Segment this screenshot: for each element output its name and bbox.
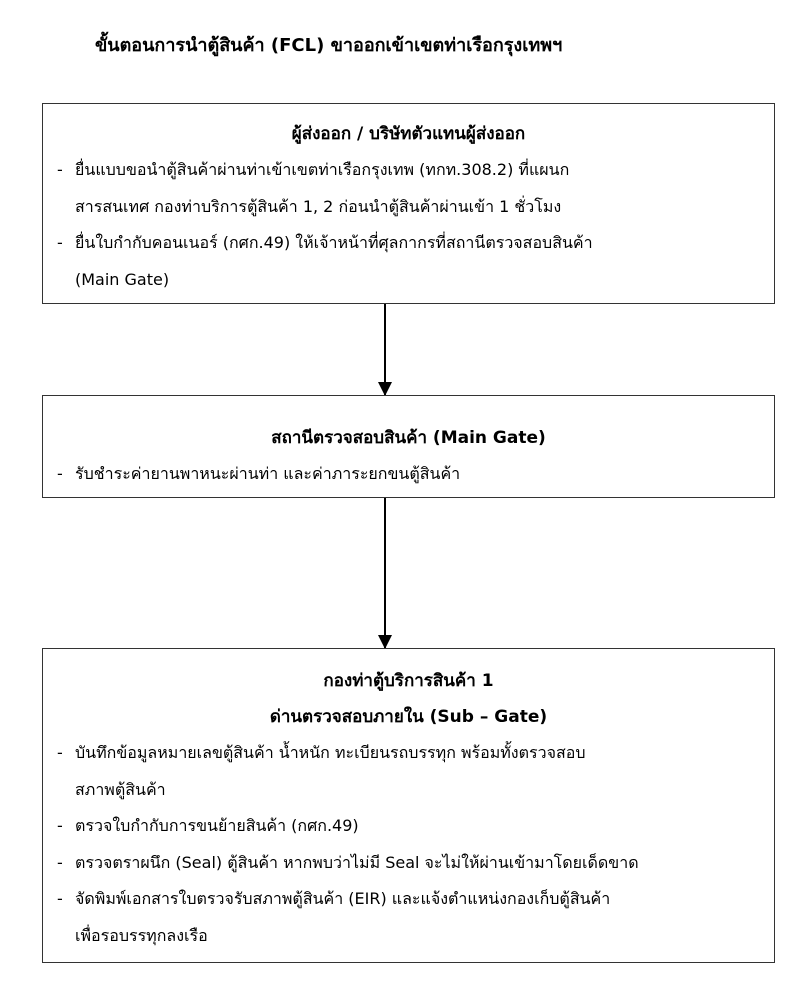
bullet-dash: - [57, 743, 63, 762]
list-item: -ยื่นแบบขอนำตู้สินค้าผ่านท่าเข้าเขตท่าเร… [43, 152, 774, 189]
sub-gate-box: กองท่าตู้บริการสินค้า 1 ด่านตรวจสอบภายใน … [42, 648, 775, 963]
bullet-dash: - [57, 160, 63, 179]
list-item: (Main Gate) [43, 262, 774, 299]
bullet-dash: - [57, 852, 63, 872]
box-heading: ด่านตรวจสอบภายใน (Sub – Gate) [269, 707, 548, 727]
list-item: -รับชำระค่ายานพาหนะผ่านท่า และค่าภาระยกข… [43, 456, 774, 493]
diagram-title: ขั้นตอนการนำตู้สินค้า (FCL) ขาออกเข้าเขต… [95, 35, 563, 56]
list-item-text: รับชำระค่ายานพาหนะผ่านท่า และค่าภาระยกขน… [75, 464, 461, 483]
main-gate-box: สถานีตรวจสอบสินค้า (Main Gate) -รับชำระค่… [42, 395, 775, 498]
list-item-text: สารสนเทศ กองท่าบริการตู้สินค้า 1, 2 ก่อน… [75, 196, 562, 216]
exporter-box: ผู้ส่งออก / บริษัทตัวแทนผู้ส่งออก-ยื่นแบ… [42, 103, 775, 304]
list-item-text: ตรวจใบกำกับการขนย้ายสินค้า (กศก.49) [75, 816, 359, 835]
box-heading: สถานีตรวจสอบสินค้า (Main Gate) [271, 428, 546, 448]
list-item: -จัดพิมพ์เอกสารใบตรวจรับสภาพตู้สินค้า (E… [43, 881, 774, 918]
list-item: -บันทึกข้อมูลหมายเลขตู้สินค้า น้ำหนัก ทะ… [43, 735, 774, 772]
bullet-dash: - [57, 233, 63, 252]
list-item-text: ยื่นใบกำกับคอนเนอร์ (กศก.49) ให้เจ้าหน้า… [75, 233, 593, 252]
list-item-text: (Main Gate) [75, 269, 170, 289]
list-item: -ตรวจตราผนึก (Seal) ตู้สินค้า หากพบว่าไม… [43, 845, 774, 882]
bullet-dash: - [57, 889, 63, 908]
list-item-text: ยื่นแบบขอนำตู้สินค้าผ่านท่าเข้าเขตท่าเรื… [75, 160, 570, 179]
box-heading: กองท่าตู้บริการสินค้า 1 [323, 671, 494, 691]
list-item-text: บันทึกข้อมูลหมายเลขตู้สินค้า น้ำหนัก ทะเ… [75, 743, 586, 762]
arrow-2 [378, 498, 392, 649]
list-item-text: ตรวจตราผนึก (Seal) ตู้สินค้า หากพบว่าไม่… [75, 852, 639, 872]
list-item: -ตรวจใบกำกับการขนย้ายสินค้า (กศก.49) [43, 808, 774, 845]
arrow-1 [378, 304, 392, 396]
list-item-text: สภาพตู้สินค้า [75, 779, 166, 799]
list-item-text: เพื่อรอบรรทุกลงเรือ [75, 925, 208, 945]
list-item-text: จัดพิมพ์เอกสารใบตรวจรับสภาพตู้สินค้า (EI… [75, 889, 611, 908]
box-heading: ผู้ส่งออก / บริษัทตัวแทนผู้ส่งออก [291, 124, 526, 144]
list-item: เพื่อรอบรรทุกลงเรือ [43, 918, 774, 955]
bullet-dash: - [57, 816, 63, 835]
list-item: สภาพตู้สินค้า [43, 772, 774, 809]
list-item: สารสนเทศ กองท่าบริการตู้สินค้า 1, 2 ก่อน… [43, 189, 774, 226]
list-item: -ยื่นใบกำกับคอนเนอร์ (กศก.49) ให้เจ้าหน้… [43, 225, 774, 262]
bullet-dash: - [57, 464, 63, 483]
